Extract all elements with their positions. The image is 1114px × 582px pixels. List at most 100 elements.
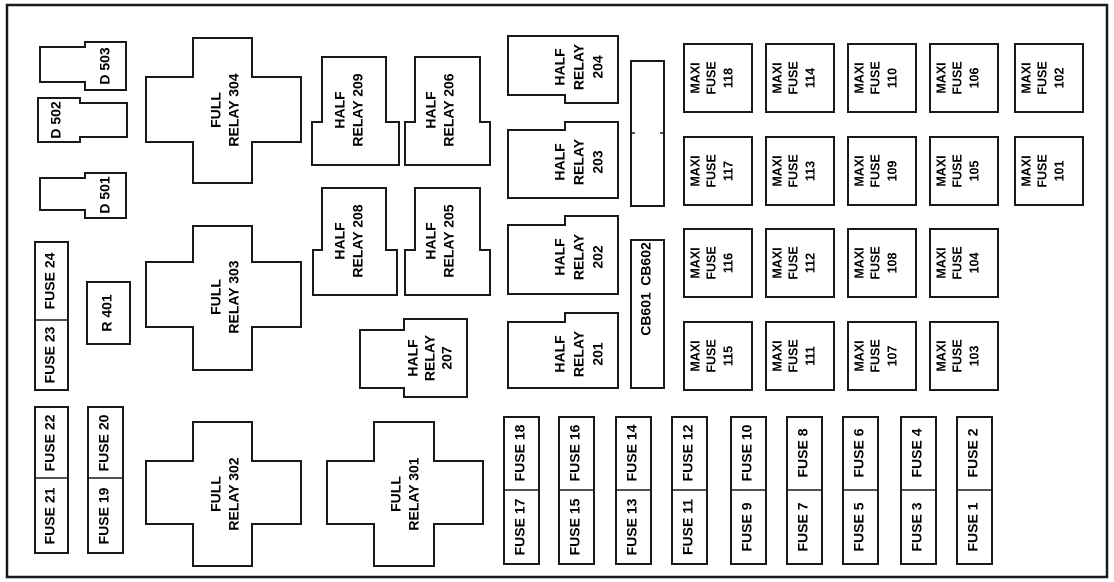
maxi-fuse-103[interactable]: MAXI FUSE 103 <box>929 321 999 391</box>
fuse-20[interactable]: FUSE 20 <box>96 414 112 471</box>
fuse-4[interactable]: FUSE 4 <box>909 428 925 477</box>
fuse-6-label: FUSE 6 <box>851 428 867 477</box>
full-relay-301[interactable]: FULL RELAY 301 <box>326 421 484 567</box>
fuse-1[interactable]: FUSE 1 <box>965 502 981 551</box>
fuse-9-label: FUSE 9 <box>739 502 755 551</box>
half-relay-201[interactable]: HALF RELAY 201 <box>507 312 619 389</box>
half-relay-205-line1: HALF <box>423 222 439 260</box>
fuse-24[interactable]: FUSE 24 <box>42 252 58 309</box>
half-relay-208-line1: HALF <box>332 222 348 260</box>
half-relay-206[interactable]: HALF RELAY 206 <box>404 56 491 166</box>
circuit-breaker-cb602[interactable]: CB602 <box>638 242 654 286</box>
half-relay-204[interactable]: HALF RELAY 204 <box>507 35 619 104</box>
fuse-11-label: FUSE 11 <box>680 499 696 555</box>
fuse-10[interactable]: FUSE 10 <box>739 424 755 481</box>
fuse-13[interactable]: FUSE 13 <box>624 498 640 555</box>
diode-d502[interactable]: D 502 <box>37 97 128 143</box>
fuse-8[interactable]: FUSE 8 <box>795 428 811 477</box>
maxi-fuse-117[interactable]: MAXI FUSE 117 <box>683 136 753 206</box>
maxi-fuse-105[interactable]: MAXI FUSE 105 <box>929 136 999 206</box>
maxi-fuse-108[interactable]: MAXI FUSE 108 <box>847 228 917 298</box>
maxi-fuse-106-line1: MAXI <box>934 62 948 93</box>
fuse-22[interactable]: FUSE 22 <box>42 414 58 471</box>
half-relay-203-line1: HALF <box>552 143 568 181</box>
half-relay-205-line2: RELAY 205 <box>441 204 457 277</box>
maxi-fuse-115[interactable]: MAXI FUSE 115 <box>683 321 753 391</box>
maxi-fuse-104-line2: FUSE <box>950 246 964 279</box>
half-relay-204-line3: 204 <box>590 55 606 79</box>
fuse-8-label: FUSE 8 <box>795 428 811 477</box>
maxi-fuse-113-line2: FUSE <box>786 154 800 187</box>
fuse-18[interactable]: FUSE 18 <box>512 424 528 481</box>
fuse-19[interactable]: FUSE 19 <box>96 487 112 544</box>
half-relay-201-line3: 201 <box>590 342 606 366</box>
half-relay-209[interactable]: HALF RELAY 209 <box>311 56 400 166</box>
maxi-fuse-108-line1: MAXI <box>852 247 866 278</box>
maxi-fuse-109[interactable]: MAXI FUSE 109 <box>847 136 917 206</box>
full-relay-303-line1: FULL <box>208 279 224 315</box>
maxi-fuse-116[interactable]: MAXI FUSE 116 <box>683 228 753 298</box>
maxi-fuse-102-number: 102 <box>1052 68 1066 89</box>
full-relay-302[interactable]: FULL RELAY 302 <box>145 421 302 567</box>
fuse-pair-5-6 <box>842 416 879 565</box>
maxi-fuse-106[interactable]: MAXI FUSE 106 <box>929 43 999 113</box>
diode-d503[interactable]: D 503 <box>39 41 127 91</box>
maxi-fuse-103-line1: MAXI <box>934 340 948 371</box>
fuse-3[interactable]: FUSE 3 <box>909 502 925 551</box>
maxi-fuse-111[interactable]: MAXI FUSE 111 <box>765 321 835 391</box>
maxi-fuse-110-line1: MAXI <box>852 62 866 93</box>
fuse-17[interactable]: FUSE 17 <box>512 498 528 555</box>
maxi-fuse-104-number: 104 <box>967 253 981 274</box>
fuse-6[interactable]: FUSE 6 <box>851 428 867 477</box>
maxi-fuse-107-line2: FUSE <box>868 339 882 372</box>
fuse-7[interactable]: FUSE 7 <box>795 502 811 551</box>
breaker-strip-upper <box>630 60 665 207</box>
maxi-fuse-118[interactable]: MAXI FUSE 118 <box>683 43 753 113</box>
half-relay-205[interactable]: HALF RELAY 205 <box>404 187 491 296</box>
fuse-23[interactable]: FUSE 23 <box>42 326 58 383</box>
full-relay-303[interactable]: FULL RELAY 303 <box>145 225 302 371</box>
maxi-fuse-110[interactable]: MAXI FUSE 110 <box>847 43 917 113</box>
half-relay-204-line1: HALF <box>552 48 568 86</box>
circuit-breaker-cb601[interactable]: CB601 <box>638 292 654 336</box>
maxi-fuse-115-line1: MAXI <box>688 340 702 371</box>
half-relay-203[interactable]: HALF RELAY 203 <box>507 121 619 199</box>
full-relay-304[interactable]: FULL RELAY 304 <box>145 37 302 184</box>
fuse-2[interactable]: FUSE 2 <box>965 428 981 477</box>
fuse-12-label: FUSE 12 <box>680 424 696 481</box>
fuse-15[interactable]: FUSE 15 <box>567 498 583 555</box>
fuse-9[interactable]: FUSE 9 <box>739 502 755 551</box>
maxi-fuse-114-number: 114 <box>803 68 817 88</box>
maxi-fuse-102[interactable]: MAXI FUSE 102 <box>1014 43 1084 113</box>
full-relay-304-line1: FULL <box>208 92 224 128</box>
maxi-fuse-113[interactable]: MAXI FUSE 113 <box>765 136 835 206</box>
maxi-fuse-104[interactable]: MAXI FUSE 104 <box>929 228 999 298</box>
maxi-fuse-115-number: 115 <box>721 346 735 366</box>
fuse-1-label: FUSE 1 <box>965 502 981 551</box>
resistor-r401[interactable]: R 401 <box>86 281 131 345</box>
half-relay-207[interactable]: HALF RELAY 207 <box>359 318 468 398</box>
fuse-pair-23-24 <box>34 241 69 391</box>
maxi-fuse-107[interactable]: MAXI FUSE 107 <box>847 321 917 391</box>
half-relay-209-line1: HALF <box>332 91 348 129</box>
full-relay-301-line1: FULL <box>388 476 404 512</box>
half-relay-202[interactable]: HALF RELAY 202 <box>507 215 619 295</box>
half-relay-208[interactable]: HALF RELAY 208 <box>312 187 398 296</box>
maxi-fuse-109-line1: MAXI <box>852 155 866 186</box>
diode-d501[interactable]: D 501 <box>39 172 127 219</box>
fuse-5[interactable]: FUSE 5 <box>851 502 867 551</box>
fuse-21[interactable]: FUSE 21 <box>42 487 58 544</box>
maxi-fuse-112[interactable]: MAXI FUSE 112 <box>765 228 835 298</box>
maxi-fuse-101[interactable]: MAXI FUSE 101 <box>1014 136 1084 206</box>
maxi-fuse-103-number: 103 <box>967 346 981 367</box>
fuse-16[interactable]: FUSE 16 <box>567 424 583 481</box>
fuse-12[interactable]: FUSE 12 <box>680 424 696 481</box>
half-relay-208-line2: RELAY 208 <box>350 204 366 277</box>
fuse-20-label: FUSE 20 <box>96 414 112 471</box>
fuse-11[interactable]: FUSE 11 <box>680 499 696 555</box>
fuse-22-label: FUSE 22 <box>42 414 58 471</box>
fuse-14[interactable]: FUSE 14 <box>624 424 640 481</box>
maxi-fuse-103-line2: FUSE <box>950 339 964 372</box>
maxi-fuse-105-number: 105 <box>967 161 981 182</box>
maxi-fuse-114[interactable]: MAXI FUSE 114 <box>765 43 835 113</box>
